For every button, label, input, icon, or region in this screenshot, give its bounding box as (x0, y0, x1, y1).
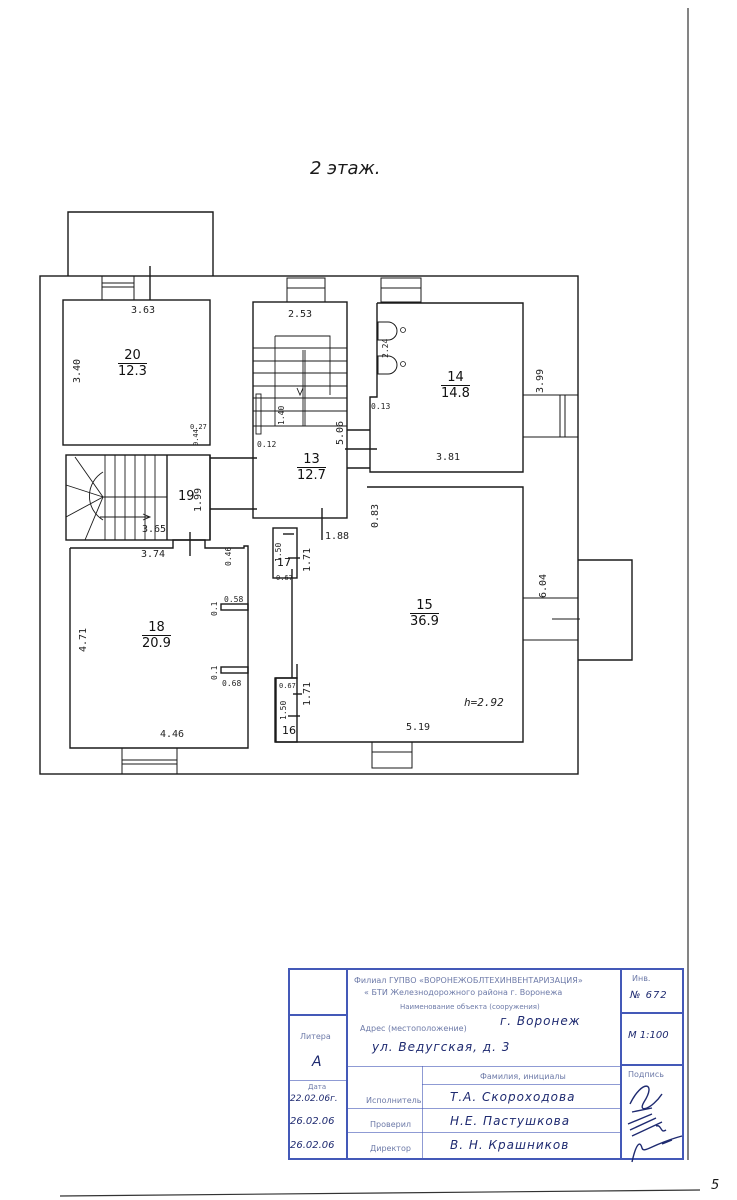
inv-label: Инв. (632, 974, 651, 983)
room-17-label: 17 (277, 556, 291, 569)
row-date: 26.02.06 (290, 1116, 335, 1127)
dimension: 0.1 (210, 665, 219, 680)
dimension: 0.12 (257, 440, 277, 449)
dimension: 1.99 (193, 487, 204, 512)
room-area: 12.7 (297, 468, 326, 483)
dimension: 5.19 (406, 722, 431, 733)
dimension: 3.81 (436, 452, 461, 463)
room-area: 20.9 (142, 636, 171, 651)
dimension: 0.13 (371, 402, 391, 411)
room-area: 36.9 (410, 614, 439, 629)
signature-label: Подпись (628, 1070, 664, 1079)
room-number: 14 (441, 370, 470, 386)
title-block-stamp: Филиал ГУПВО «ВОРОНЕЖОБЛТЕХИНВЕНТАРИЗАЦИ… (288, 968, 684, 1163)
dimension: 0.67 (279, 682, 296, 690)
address-city: г. Воронеж (500, 1014, 581, 1028)
names-label: Фамилия, инициалы (480, 1072, 566, 1081)
row-role: Директор (370, 1144, 411, 1153)
dimension: 1.40 (277, 405, 286, 425)
room-number: 20 (118, 348, 147, 364)
dimension: 4.46 (160, 729, 185, 740)
dimension: 0.46 (224, 546, 233, 566)
dimension: 0.67 (276, 574, 293, 582)
row-role: Проверил (370, 1120, 412, 1129)
floor-title: 2 этаж. (310, 158, 381, 179)
dimension: 4.71 (78, 627, 89, 652)
dimension: 0.1 (210, 601, 219, 616)
dimension: 0.27 (190, 423, 207, 431)
room-number: 15 (410, 598, 439, 614)
room-number: 19 (178, 489, 195, 504)
room-number: 13 (297, 452, 326, 468)
room-number: 16 (282, 724, 296, 737)
dimension: 3.63 (131, 305, 156, 316)
dimension: 1.50 (274, 542, 283, 562)
page-number: 5 (711, 1178, 720, 1193)
dimension: 1.50 (279, 700, 288, 720)
row-date: 26.02.06 (290, 1140, 335, 1151)
org-line-2: « БТИ Железнодорожного района г. Воронеж… (364, 988, 563, 997)
dimension: 3.40 (72, 358, 83, 383)
row-name: В. Н. Крашников (450, 1138, 570, 1152)
date-label: Дата (308, 1083, 327, 1091)
inv-value: № 672 (630, 990, 668, 1001)
dimension: 0.68 (222, 679, 242, 688)
dimension: 6.04 (538, 573, 549, 598)
dimension: 3.65 (142, 524, 167, 535)
ceiling-height: h=2.92 (464, 696, 504, 709)
address-street: ул. Ведугская, д. 3 (372, 1040, 511, 1054)
room-area: 12.3 (118, 364, 147, 379)
row-name: Н.Е. Пастушкова (450, 1114, 571, 1128)
dimension: 1.88 (325, 531, 350, 542)
row-date: 22.02.06г. (290, 1094, 338, 1104)
dimension: 2.53 (288, 309, 313, 320)
dimension: 5.06 (335, 420, 346, 445)
room-19-label: 19 (178, 489, 195, 504)
object-label: Наименование объекта (сооружения) (400, 1003, 540, 1011)
address-label: Адрес (местоположение) (360, 1024, 467, 1033)
row-role: Исполнитель (366, 1096, 422, 1105)
dimension: 3.74 (141, 549, 166, 560)
dimension: 0.83 (370, 503, 381, 528)
litera-value: А (312, 1054, 323, 1070)
dimension: 0.44 (192, 429, 200, 446)
row-name: Т.А. Скороходова (450, 1090, 576, 1104)
dimension: 3.99 (535, 368, 546, 393)
dimension: 0.58 (224, 595, 244, 604)
org-line-1: Филиал ГУПВО «ВОРОНЕЖОБЛТЕХИНВЕНТАРИЗАЦИ… (354, 976, 583, 985)
room-number: 17 (277, 556, 291, 569)
dimension: 1.71 (302, 547, 313, 572)
room-number: 18 (142, 620, 171, 636)
dimension: 2.24 (381, 338, 390, 358)
litera-label: Литера (300, 1032, 331, 1041)
scale-value: М 1:100 (628, 1030, 669, 1041)
dimension: 1.71 (302, 681, 313, 706)
signatures (627, 1085, 683, 1163)
room-16-label: 16 (282, 724, 296, 737)
room-area: 14.8 (441, 386, 470, 401)
